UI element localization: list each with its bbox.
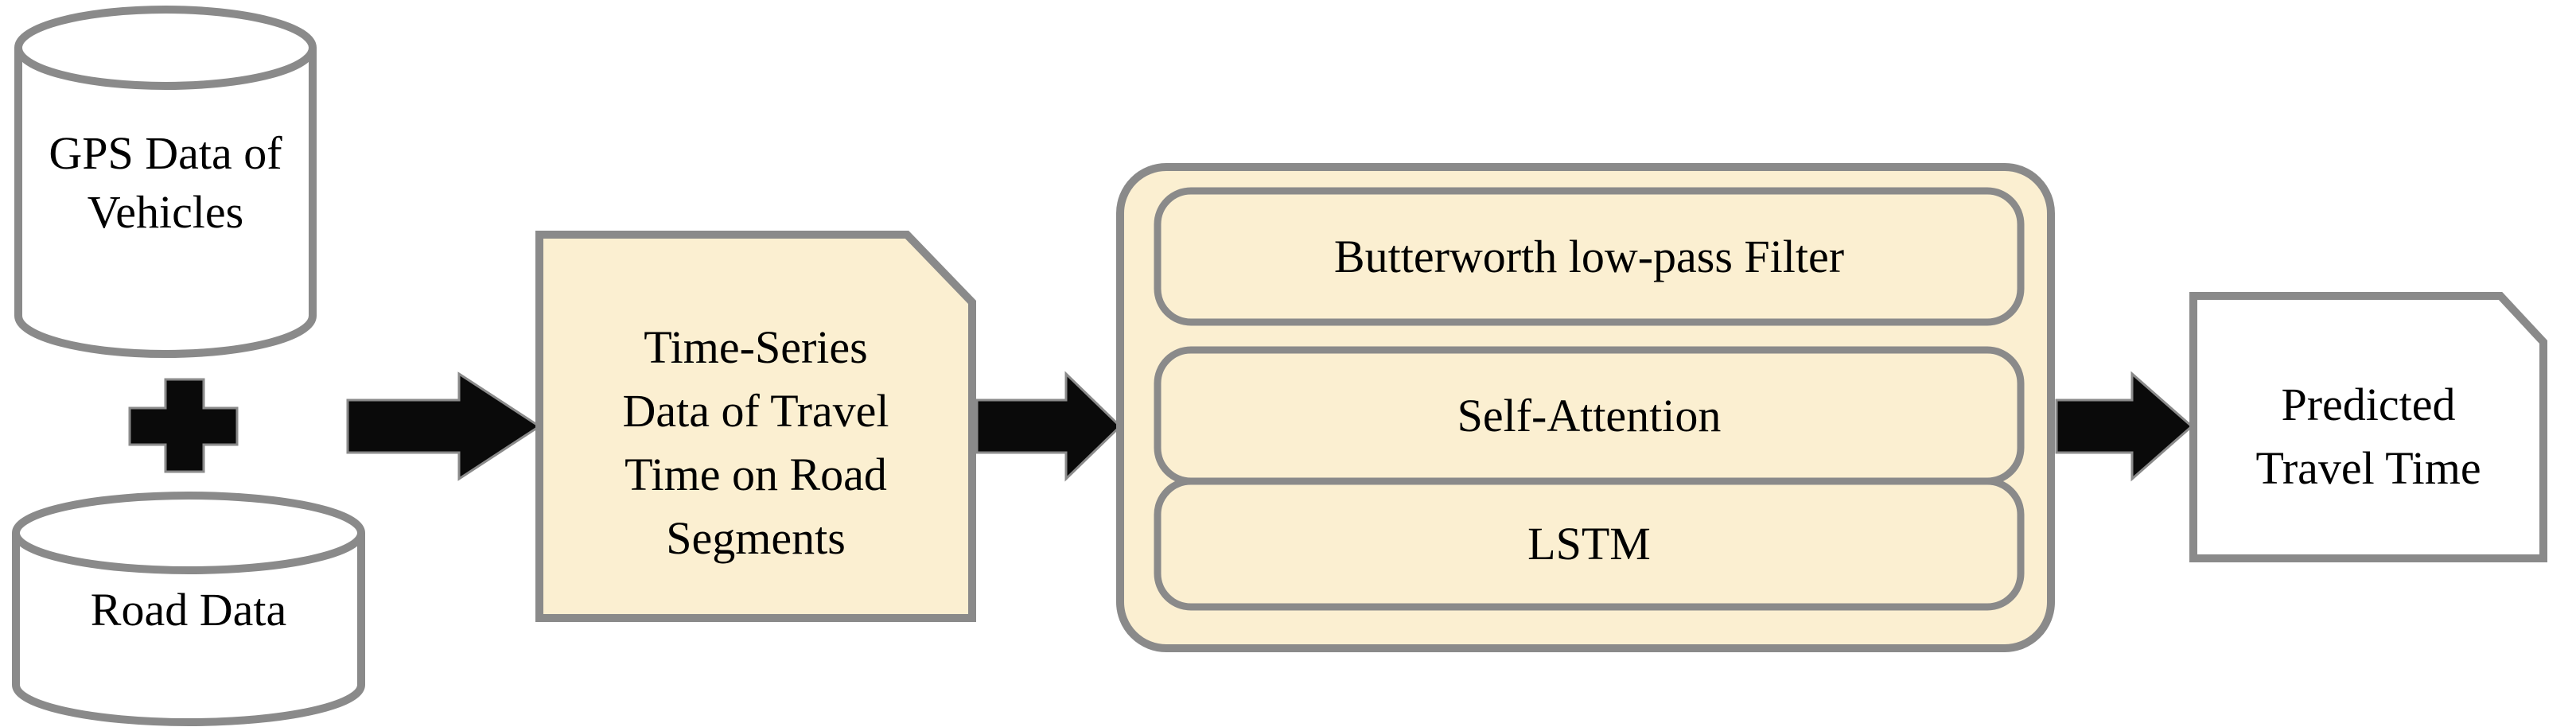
label-line: GPS Data of bbox=[49, 127, 282, 179]
gps-data-label: GPS Data of Vehicles bbox=[18, 56, 313, 310]
plus-icon bbox=[128, 378, 239, 473]
butterworth-box-label: Butterworth low-pass Filter bbox=[1158, 191, 2021, 322]
road-cylinder-body bbox=[12, 533, 365, 727]
label-line: Travel Time bbox=[2255, 442, 2481, 494]
lstm-box-shape bbox=[1154, 477, 2025, 611]
label-line: Butterworth low-pass Filter bbox=[1333, 230, 1845, 282]
road-database-cylinder bbox=[12, 492, 365, 727]
arrow-right-icon-2 bbox=[975, 371, 1123, 482]
road-cylinder-top bbox=[12, 492, 365, 574]
label-line: Time-Series bbox=[644, 321, 868, 373]
label-line: Predicted bbox=[2281, 379, 2456, 430]
self-attention-box-label: Self-Attention bbox=[1158, 350, 2021, 481]
label-line: Vehicles bbox=[87, 186, 244, 238]
gps-database-cylinder bbox=[14, 6, 317, 359]
lstm-box-label: LSTM bbox=[1158, 481, 2021, 607]
gps-cylinder-body bbox=[14, 48, 317, 359]
label-line: Time on Road bbox=[625, 449, 887, 500]
label-line: LSTM bbox=[1527, 518, 1651, 570]
timeseries-note-label: Time-Series Data of Travel Time on Road … bbox=[539, 239, 972, 647]
label-line: Self-Attention bbox=[1457, 389, 1722, 441]
label-line: Data of Travel bbox=[622, 385, 889, 437]
output-note-label: Predicted Travel Time bbox=[2193, 302, 2543, 571]
gps-cylinder-top bbox=[14, 6, 317, 90]
butterworth-box-shape bbox=[1154, 187, 2025, 326]
timeseries-note-shape bbox=[535, 231, 976, 622]
road-data-label: Road Data bbox=[16, 557, 361, 663]
label-line: Segments bbox=[666, 512, 846, 564]
arrow-right-icon-3 bbox=[2055, 371, 2194, 482]
label-line: Road Data bbox=[90, 584, 287, 636]
arrow-right-icon-1 bbox=[346, 371, 542, 481]
output-note-shape bbox=[2189, 292, 2547, 562]
